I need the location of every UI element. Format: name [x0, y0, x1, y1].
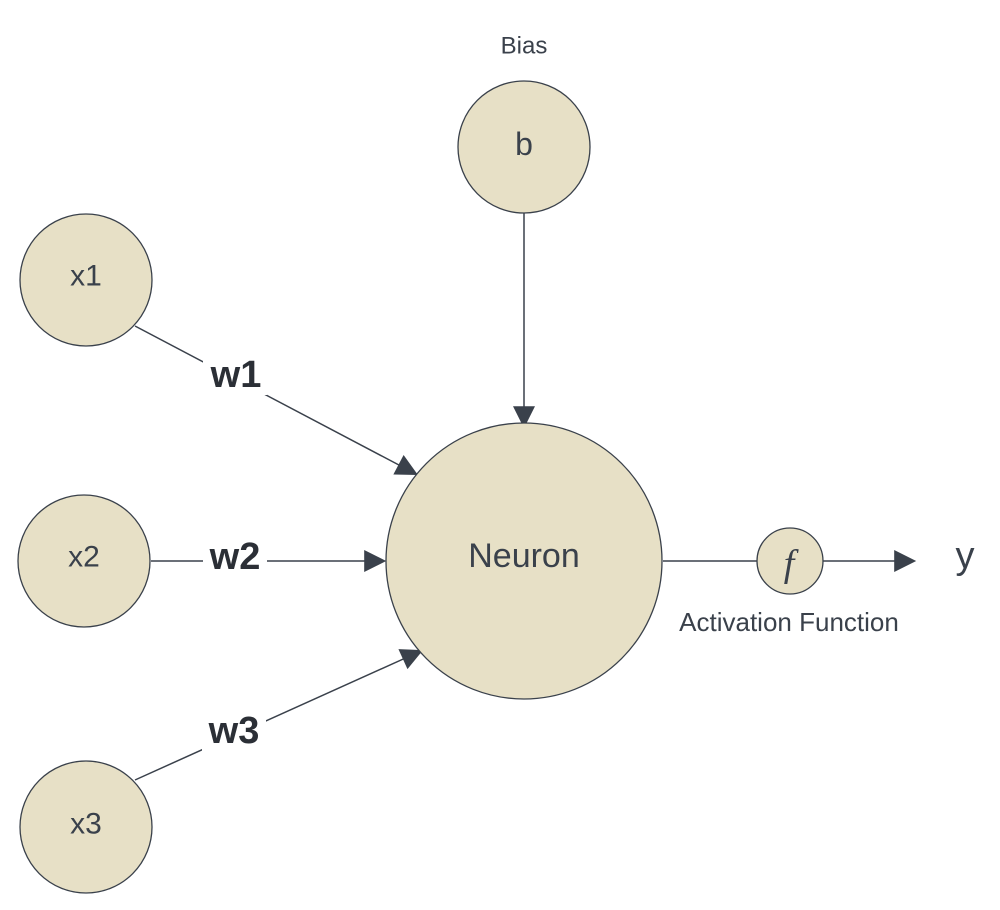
edge-x3-to-neuron: [134, 649, 424, 781]
bias-caption: Bias: [501, 33, 548, 60]
bias-node: [457, 80, 591, 214]
output-label: y: [956, 535, 975, 577]
activation-caption: Activation Function: [679, 607, 899, 637]
input-node-x1-label: x1: [70, 260, 102, 293]
neuron-node-label: Neuron: [468, 537, 580, 575]
input-node-x2: [17, 494, 151, 628]
weight-w1-bg: [203, 355, 267, 395]
weight-w3-label: w3: [208, 710, 260, 752]
input-node-x1: [19, 213, 153, 347]
bias-node-label: b: [515, 126, 533, 162]
edge-x1-to-neuron: [134, 325, 418, 476]
weight-w2-label: w2: [209, 536, 261, 578]
activation-node: [756, 527, 824, 595]
input-node-x3-label: x3: [70, 808, 102, 841]
input-node-x2-label: x2: [68, 541, 100, 574]
weight-w1-label: w1: [210, 354, 262, 396]
weight-w2-bg: [203, 541, 267, 581]
neuron-node: [385, 422, 663, 700]
weight-w3-bg: [202, 712, 266, 752]
input-node-x3: [19, 760, 153, 894]
